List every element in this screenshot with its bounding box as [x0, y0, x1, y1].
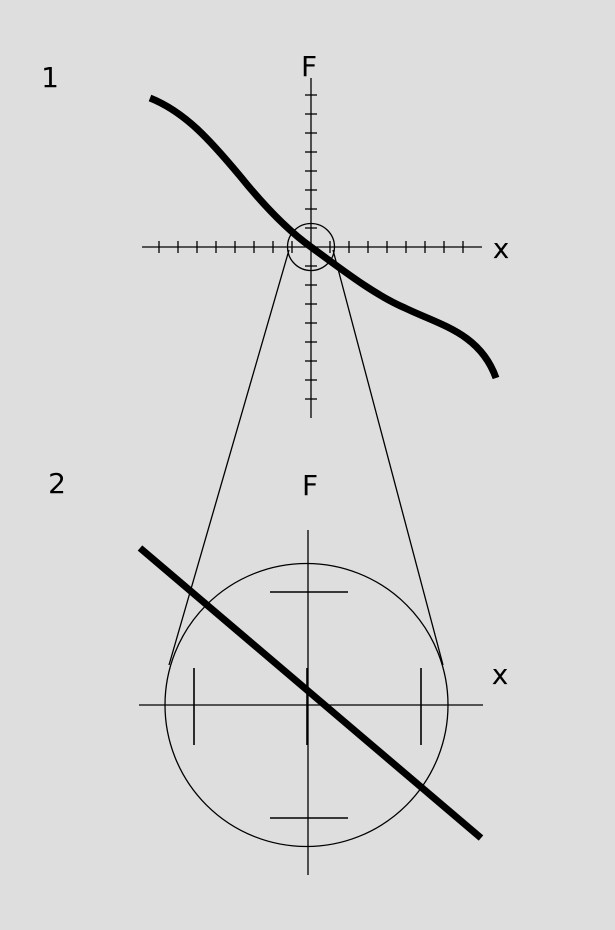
panel-1-number: 1: [41, 61, 59, 94]
zoom-connector-left-line: [168, 249, 290, 666]
panel-2: 2 F x: [48, 467, 508, 875]
panel-2-y-axis-label: F: [302, 469, 318, 502]
zoom-connector: [168, 249, 444, 666]
panel-1-y-axis-label: F: [301, 50, 317, 83]
panel-1-x-axis-label: x: [493, 232, 510, 265]
panel-1: 1 F x: [41, 50, 509, 418]
panel-2-x-axis-label: x: [492, 658, 509, 691]
panel-2-force-line: [137, 545, 484, 841]
panel-1-axis-ticks: [158, 94, 464, 400]
panel-1-zoom-circle: [286, 222, 336, 272]
panel-2-number: 2: [48, 467, 66, 500]
panel-1-force-curve: [148, 94, 500, 380]
zoom-connector-right-line: [332, 249, 444, 666]
